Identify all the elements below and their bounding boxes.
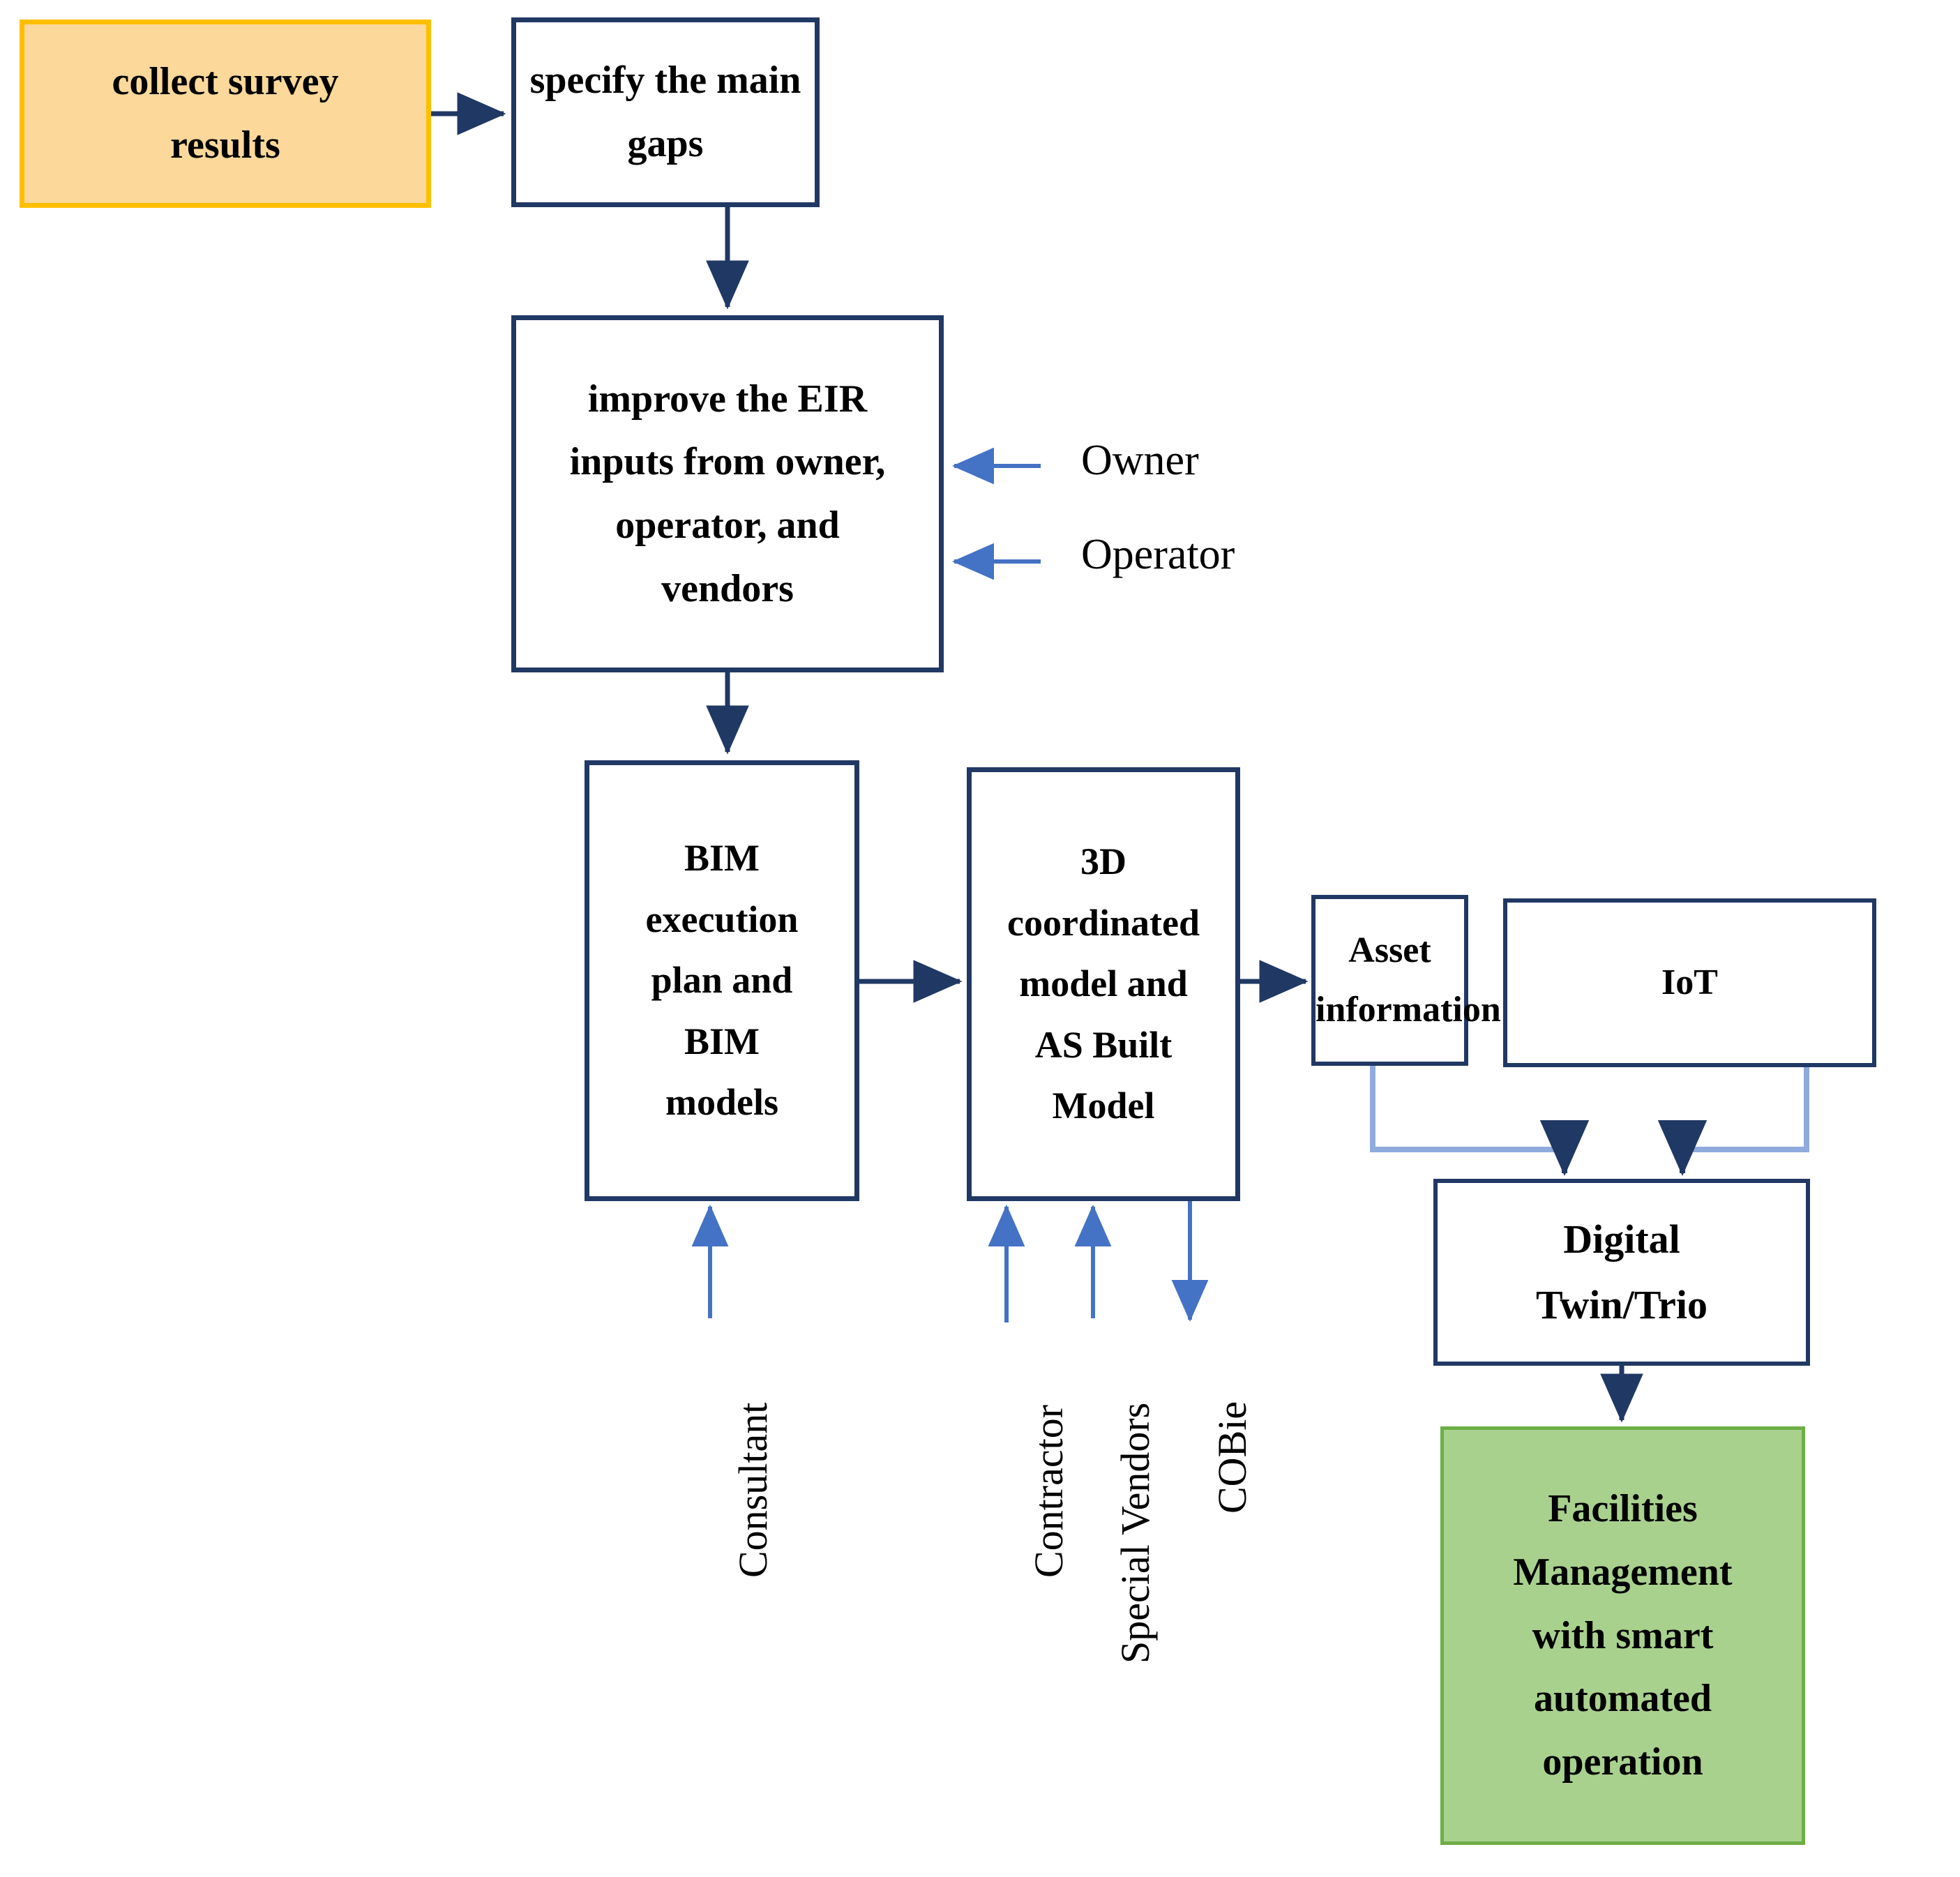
node-specify-main-gaps[interactable]: specify the main gaps (511, 17, 820, 207)
node-line: gaps (627, 122, 704, 165)
node-line: automated (1533, 1677, 1712, 1721)
node-line: Facilities (1548, 1487, 1698, 1531)
node-digital-twin-trio[interactable]: Digital Twin/Trio (1433, 1179, 1810, 1366)
label-contractor: Contractor (1026, 1404, 1071, 1578)
node-line: improve the EIR (587, 377, 868, 421)
node-line: operator, and (615, 504, 840, 547)
node-line: results (170, 123, 280, 167)
node-coordinated-model[interactable]: 3D coordinated model and AS Built Model (967, 767, 1240, 1201)
node-facilities-management[interactable]: Facilities Management with smart automat… (1440, 1426, 1805, 1845)
node-line: models (665, 1081, 778, 1124)
edge-iot-to-digital-twin (1657, 1067, 1809, 1176)
node-line: 3D (1080, 840, 1126, 883)
node-line: Asset (1348, 930, 1431, 971)
node-line: BIM (684, 837, 760, 880)
node-asset-information[interactable]: Asset information (1311, 895, 1501, 1066)
node-line: coordinated (1007, 901, 1200, 944)
node-bim-execution-plan[interactable]: BIM execution plan and BIM models (585, 760, 859, 1201)
node-line: with smart (1532, 1613, 1714, 1657)
node-line: IoT (1661, 962, 1718, 1002)
node-line: Model (1052, 1085, 1155, 1127)
node-line: plan and (651, 959, 793, 1002)
node-line: inputs from owner, (569, 440, 886, 484)
node-line: execution (645, 898, 799, 940)
node-iot[interactable]: IoT (1503, 898, 1876, 1067)
label-cobie: COBie (1209, 1401, 1255, 1514)
node-line: operation (1542, 1740, 1703, 1784)
label-owner: Owner (1081, 437, 1199, 484)
node-line: BIM (684, 1020, 760, 1062)
node-line: model and (1019, 963, 1188, 1005)
node-line: AS Built (1034, 1023, 1173, 1066)
label-operator: Operator (1081, 531, 1235, 578)
edge-asset-to-digital-twin (1370, 1066, 1590, 1176)
label-consultant: Consultant (730, 1402, 776, 1578)
node-improve-eir-inputs[interactable]: improve the EIR inputs from owner, opera… (511, 315, 944, 672)
node-line: Management (1513, 1550, 1733, 1594)
node-collect-survey-results[interactable]: collect survey results (20, 20, 431, 208)
node-line: vendors (661, 566, 794, 610)
node-line: Digital (1563, 1216, 1680, 1262)
node-line: specify the main (529, 59, 801, 103)
node-line: collect survey (112, 60, 339, 104)
node-line: Twin/Trio (1536, 1282, 1708, 1327)
label-special-vendors: Special Vendors (1113, 1402, 1158, 1664)
node-line: information (1316, 989, 1501, 1030)
